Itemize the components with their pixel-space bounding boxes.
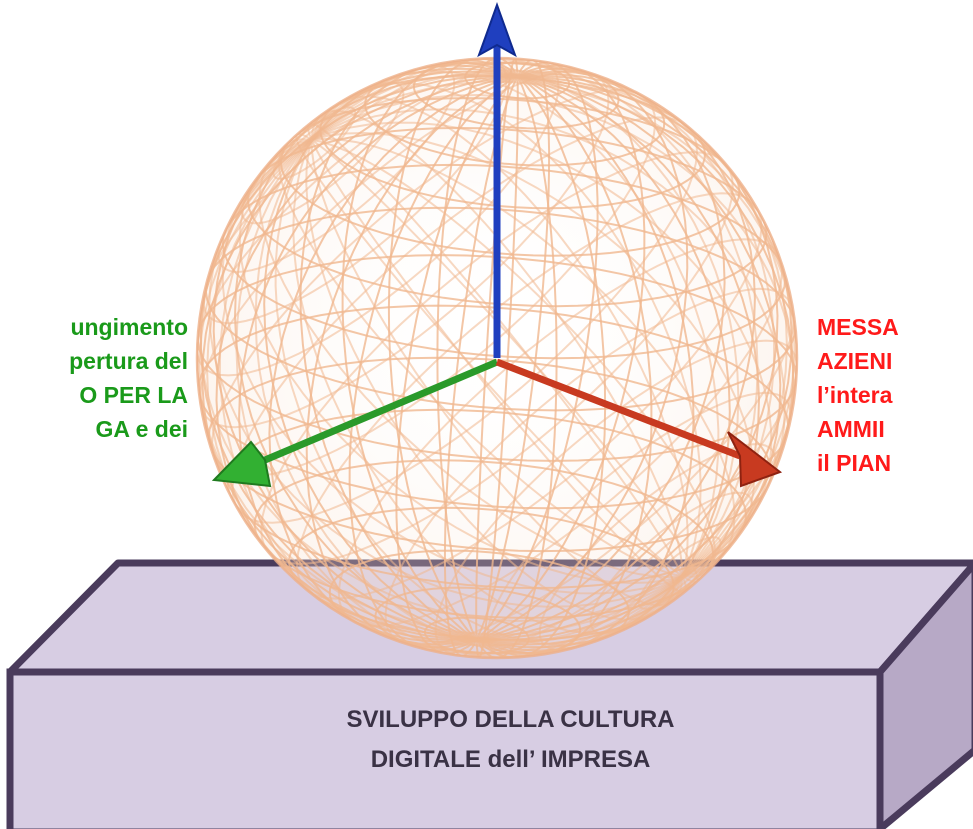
- base-label: SVILUPPO DELLA CULTURA DIGITALE dell’ IM…: [143, 700, 878, 780]
- axis-left-arrow: [211, 358, 499, 488]
- sphere-grid-line: [238, 131, 756, 585]
- axis-up-arrow: [477, 2, 517, 358]
- sphere-grid-line: [218, 58, 776, 658]
- left-text-line: O PER LA: [79, 382, 188, 408]
- right-text-line: MESSA: [817, 314, 899, 340]
- right-text-block: MESSA AZIENI l’intera AMMII il PIAN: [817, 310, 899, 480]
- right-text-line: AZIENI: [817, 348, 893, 374]
- sphere-grid-line: [436, 58, 558, 658]
- left-text-line: ungimento: [70, 314, 188, 340]
- sphere-grid-line: [258, 137, 736, 579]
- right-text-line: l’intera: [817, 382, 893, 408]
- sphere-grid-line: [278, 138, 716, 578]
- sphere-grid-line: [215, 74, 779, 642]
- right-text-line: il PIAN: [817, 450, 892, 476]
- right-text-line: AMMII: [817, 416, 885, 442]
- base-front-face: [6, 668, 884, 829]
- base-label-line: SVILUPPO DELLA CULTURA: [346, 706, 675, 733]
- sphere-grid-line: [197, 80, 797, 636]
- sphere-grid-line: [305, 95, 689, 621]
- sphere-grid-line: [306, 122, 688, 594]
- sphere-grid-line: [310, 109, 684, 607]
- base-label-line: DIGITALE dell’ IMPRESA: [370, 746, 651, 773]
- sphere-grid-line: [292, 82, 702, 634]
- left-text-line: pertura del: [69, 348, 188, 374]
- left-text-block: ungimento pertura del O PER LA GA e dei: [69, 310, 188, 446]
- axis-right-arrow: [495, 358, 783, 488]
- left-text-line: GA e dei: [95, 416, 188, 442]
- axes: [211, 2, 783, 488]
